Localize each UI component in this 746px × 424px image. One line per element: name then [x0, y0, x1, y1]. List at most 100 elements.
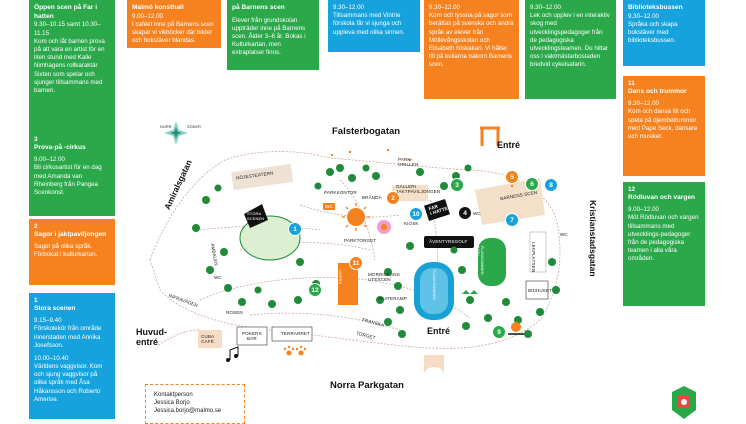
card-text: Sagor på olika språk. Förbokat i kulturk…: [34, 243, 98, 259]
card-text: Bli cirkusartist för en dag med Amanda v…: [34, 164, 102, 196]
label-cuba-cafe: CUBA CAFÉ: [201, 334, 215, 344]
plaskdammen-lek-pool: [478, 238, 506, 286]
badge-2: 2: [386, 191, 400, 205]
morriskans-building: [338, 263, 358, 305]
card-text: Språka och skapa bokstäver med bibliotek…: [628, 20, 678, 45]
card-time: 9.30–10.15 samt 10.30–11.15: [34, 21, 101, 37]
badge-11: 11: [349, 256, 363, 270]
card-text: Möt Rödluvan och vargen tillsammans med …: [628, 214, 699, 263]
card-2-sagor: 2 Sagor i jaktpaviljongen Sagor på olika…: [29, 219, 115, 285]
paw-icon: [283, 345, 307, 356]
label-stora-scenen: STORA SCENEN: [247, 211, 265, 221]
street-south: Norra Parkgatan: [330, 380, 404, 391]
label-plaskdammen: PLASKDAMMEN: [432, 270, 436, 301]
label-park-grillen: PARK- GRILLEN: [398, 157, 419, 167]
label-wc-2: WC: [473, 211, 481, 216]
drum-icon: [508, 322, 524, 335]
far-i-hatten-sign: [424, 198, 450, 222]
card-biblioteksbussen: Biblioteksbussen 9.30–12.00 Språka och s…: [623, 0, 705, 66]
card-number: 1: [34, 297, 38, 304]
label-bidhuset: BIDHUSET: [528, 288, 553, 293]
music-note-icon: [226, 346, 239, 362]
card-number: 11: [628, 80, 635, 87]
card-title: Sagor i jaktpaviljongen: [34, 231, 107, 239]
card-time: 9.00–12.00: [132, 12, 163, 20]
card-sagor-kullarna: 9.30–12.00 Kom och lyssna på sagor som b…: [424, 0, 519, 99]
galleri-building: [392, 185, 428, 201]
entry-bottom: Entré: [427, 326, 451, 336]
card-number: 3: [34, 136, 38, 143]
card-title: Biblioteksbussen: [628, 4, 683, 11]
card-number: 2: [34, 223, 38, 230]
label-terrarret: TERRARRET: [281, 331, 310, 336]
label-kiosk: KIOSK: [404, 221, 419, 226]
label-pokers-bar: POKERS BAR: [242, 331, 262, 341]
compass-south-label: SÖDER: [187, 125, 202, 129]
label-wc-4: WC: [214, 275, 222, 280]
label-branda: BRÄNDA: [362, 195, 382, 200]
card-title: på Barnens scen: [232, 4, 285, 11]
street-north: Falsterbogatan: [332, 126, 401, 137]
label-galleri: GALLERI JAKTPAVILJONGEN: [396, 184, 441, 194]
card-text: Kom och lyssna på sagor som berättas på …: [429, 12, 514, 69]
cuba-cafe-building: [198, 330, 222, 348]
card-text: Elever från grundskolan uppträder inne p…: [232, 16, 306, 57]
card-title: Öppen scen på Far i hatten: [34, 4, 98, 20]
label-aventyrsgolf: ÄVENTYRSGOLF: [429, 239, 468, 244]
card-title: Dans och trummor: [628, 88, 687, 96]
card-text: Förskolekör från område innerstaden med …: [34, 325, 102, 349]
entrance-arch-west: [157, 329, 201, 346]
stora-scenen-shape: [244, 204, 268, 228]
card-barnens-scen: på Barnens scen Elever från grundskolan …: [227, 0, 319, 70]
label-norra-parkgatan-entre: NORRA PARKGATAN: [334, 270, 342, 294]
card-time: 9.30–12.00: [628, 12, 659, 20]
pokers-bar-building: [236, 326, 268, 346]
card-title: Rödluvan och vargen: [628, 194, 696, 202]
card-number: 12: [628, 186, 636, 193]
label-plaskdammen-lek: PLASKDAMMEN (LEK): [476, 246, 484, 275]
card-text: Tillsammans med Vintrie förskola får vi …: [333, 12, 405, 36]
entry-top: Entré: [497, 140, 521, 150]
contact-email[interactable]: Jessica.borjo@malmo.se: [154, 408, 222, 415]
card-title: Malmö konsthall: [132, 4, 184, 11]
label-rosen: ROSEN: [226, 310, 243, 315]
card-3-circus: 3 Prova-på -cirkus 9.00–12.00 Bli cirkus…: [29, 132, 115, 216]
terrarret-building: [271, 326, 313, 342]
entry-west: Huvud- entré: [136, 327, 167, 348]
card-time: 9.30–12.00: [530, 4, 561, 11]
card-time: 9.00–12.00: [628, 206, 659, 214]
badge-8: 8: [544, 178, 558, 192]
card-text: Kom och dansa till och spela på djembetr…: [628, 108, 698, 140]
label-parktorget: PARKTORGET: [344, 238, 377, 243]
badge-7: 7: [505, 213, 519, 227]
contact-heading: Kontaktperson: [154, 392, 193, 398]
label-wc-3: WC: [560, 232, 568, 237]
compass-icon: [164, 121, 188, 145]
card-text: Lek och upplev i en interaktiv skog med …: [530, 12, 610, 69]
badge-12: 12: [308, 283, 322, 297]
card-time-2: 10.00–10.40: [34, 354, 69, 362]
card-open-stage: Öppen scen på Far i hatten 9.30–10.15 sa…: [29, 0, 115, 132]
card-malmo-konsthall: Malmö konsthall 9.00–12.00 I caféet inne…: [127, 0, 221, 48]
card-vintrie: 9.30–12.00 Tillsammans med Vintrie försk…: [328, 0, 420, 52]
card-1-stora-scenen: 1 Stora scenen 9.15–9.40 Förskolekör frå…: [29, 293, 115, 419]
badge-1: 1: [288, 222, 302, 236]
badge-6: 6: [525, 177, 539, 191]
entrance-arch-bottom: [424, 355, 444, 375]
card-text: I caféet inne på Barnens scen skapar vi …: [132, 20, 214, 45]
card-time: 9.30–12.00: [333, 4, 364, 11]
card-interaktiv-skog: 9.30–12.00 Lek och upplev i en interakti…: [525, 0, 616, 99]
card-12-rodluvan: 12 Rödluvan och vargen 9.00–12.00 Möt Rö…: [623, 182, 705, 306]
entrance-arch-top: [480, 126, 500, 146]
label-skateramp: SKATERAMP: [378, 296, 407, 301]
malmo-logo: [664, 383, 704, 419]
card-time: 9.30–12.00: [429, 4, 460, 11]
compass-north-label: NORR: [160, 125, 172, 129]
card-title: Prova-på -cirkus: [34, 144, 86, 152]
card-time: 9.15–9.40: [34, 317, 62, 325]
badge-5: 5: [505, 170, 519, 184]
label-wc-1: WC: [323, 203, 335, 210]
card-11-dans: 11 Dans och trummor 9.30–12.00 Kom och d…: [623, 76, 705, 176]
badge-9: 9: [492, 325, 506, 339]
